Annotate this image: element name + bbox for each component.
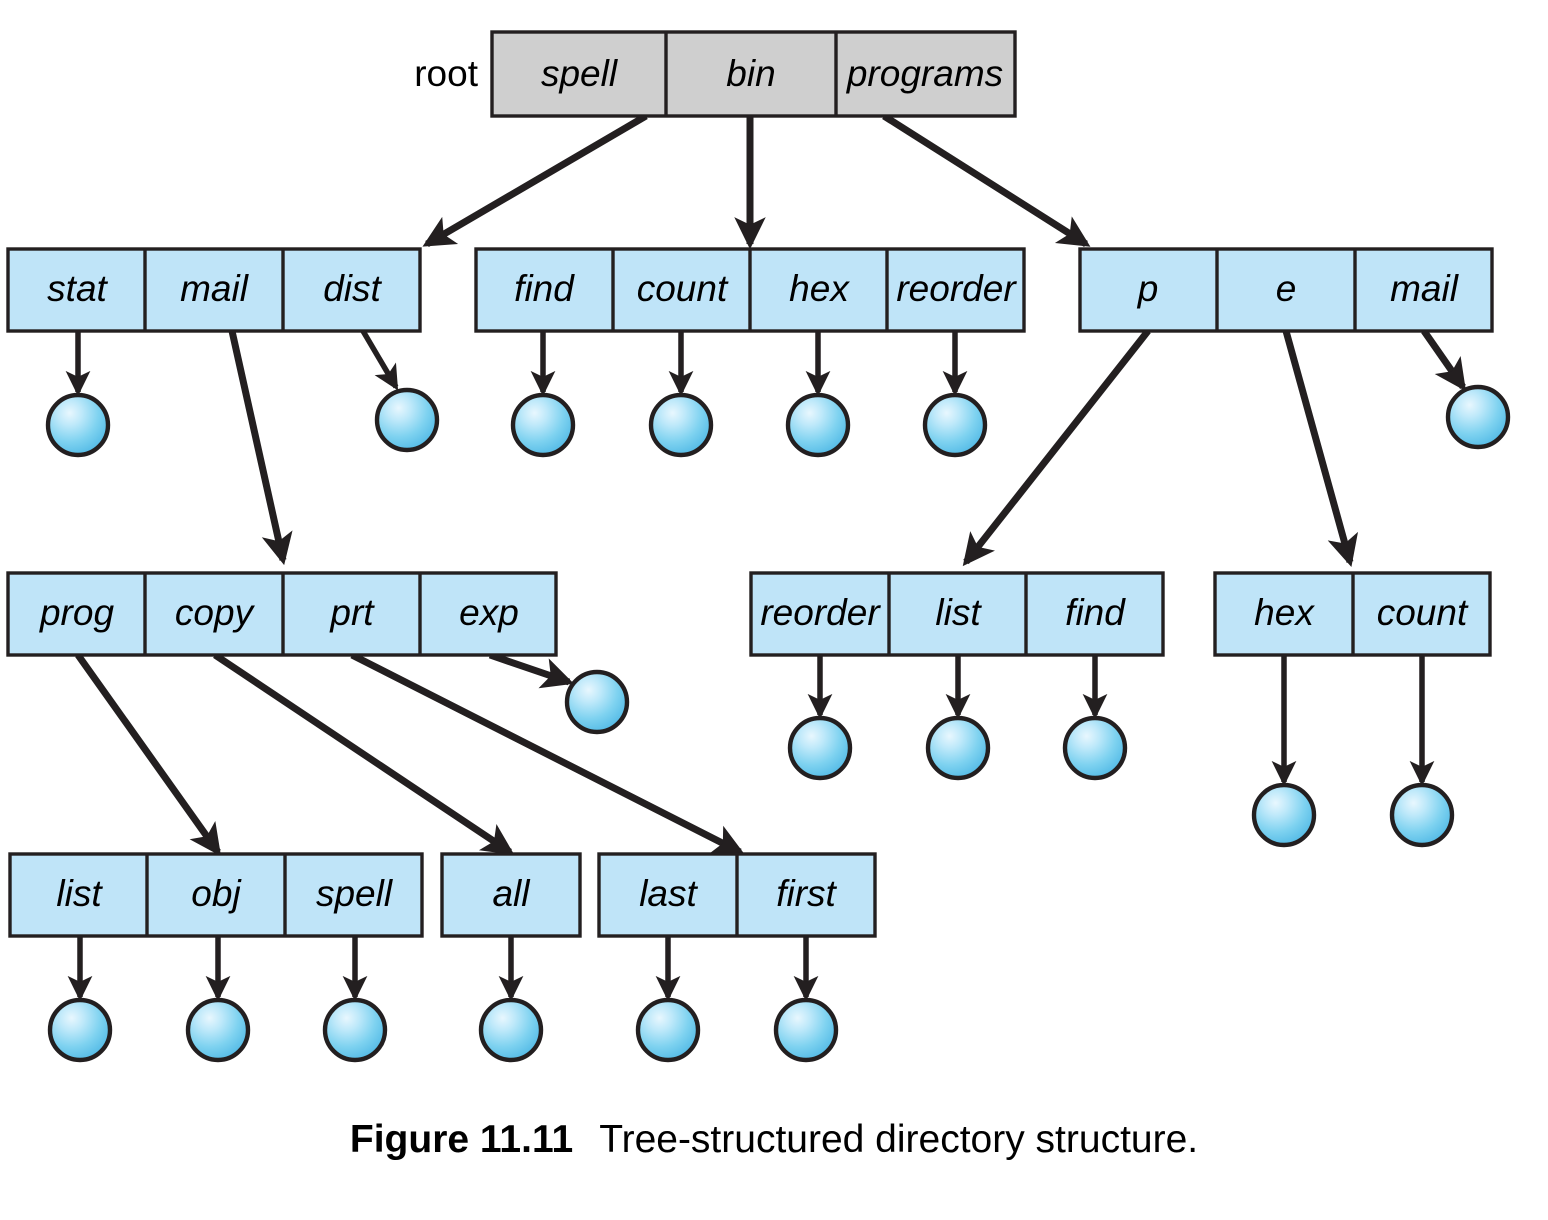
file-node-bin-hex[interactable] <box>785 392 851 458</box>
figure-caption-label: Figure 11.11 <box>349 1118 574 1161</box>
edge-exp-file <box>488 651 574 689</box>
edge-dist-file <box>360 329 399 391</box>
file-node-programs-mail[interactable] <box>1445 384 1511 450</box>
edge-p-subdir <box>962 328 1151 567</box>
file-node-list[interactable] <box>47 997 113 1063</box>
file-node-bin-reorder[interactable] <box>922 392 988 458</box>
spell-directory-row[interactable]: stat mail dist <box>6 247 422 333</box>
edges-layer <box>65 112 1467 1002</box>
dir-cell-bin-hex[interactable]: hex <box>789 268 850 309</box>
dir-cell-all[interactable]: all <box>492 873 531 914</box>
file-node-e-hex[interactable] <box>1251 782 1317 848</box>
edge-prog-obj <box>75 652 222 857</box>
mail-directory-row[interactable]: prog copy prt exp <box>6 571 558 657</box>
dir-cell-spell-leaf[interactable]: spell <box>316 873 394 914</box>
dir-cell-e-hex[interactable]: hex <box>1254 592 1315 633</box>
dir-cell-spell[interactable]: spell <box>541 53 619 94</box>
prog-obj-spell-directory-row[interactable]: list obj spell <box>8 852 424 938</box>
file-node-p-reorder[interactable] <box>787 715 853 781</box>
dir-cell-first[interactable]: first <box>776 873 837 914</box>
dir-cell-e-count[interactable]: count <box>1377 592 1469 633</box>
dir-cell-mail[interactable]: mail <box>180 268 250 309</box>
last-first-directory-row[interactable]: last first <box>597 852 877 938</box>
edge-prt-first <box>350 651 745 856</box>
dir-cell-dist[interactable]: dist <box>323 268 382 309</box>
all-box[interactable] <box>440 852 582 938</box>
edge-mail-subdir <box>228 330 293 566</box>
file-node-dist[interactable] <box>374 387 440 453</box>
programs-directory-row[interactable]: p e mail <box>1078 247 1494 333</box>
dir-cell-programs[interactable]: programs <box>846 53 1003 94</box>
dir-cell-bin-reorder[interactable]: reorder <box>896 268 1017 309</box>
root-box[interactable] <box>490 30 1017 118</box>
file-node-obj[interactable] <box>185 997 251 1063</box>
file-nodes-layer <box>45 384 1511 1063</box>
file-node-p-list[interactable] <box>925 715 991 781</box>
file-node-bin-find[interactable] <box>510 392 576 458</box>
dir-cell-prog[interactable]: prog <box>39 592 114 633</box>
dir-cell-copy[interactable]: copy <box>175 592 256 633</box>
root-label: root <box>414 53 478 94</box>
dir-cell-e[interactable]: e <box>1276 268 1297 309</box>
file-node-p-find[interactable] <box>1062 715 1128 781</box>
dir-cell-stat[interactable]: stat <box>47 268 108 309</box>
edge-root-spell <box>422 112 648 248</box>
root-directory-row[interactable]: root spell bin programs <box>414 30 1017 118</box>
figure-caption: Figure 11.11 Tree-structured directory st… <box>0 1118 1548 1162</box>
programs-dir-box[interactable] <box>1078 247 1494 333</box>
dir-cell-programs-mail[interactable]: mail <box>1390 268 1460 309</box>
file-node-first[interactable] <box>773 997 839 1063</box>
file-node-stat[interactable] <box>45 392 111 458</box>
file-node-all[interactable] <box>478 997 544 1063</box>
file-node-spell[interactable] <box>322 997 388 1063</box>
edge-e-subdir <box>1282 330 1359 568</box>
file-node-exp[interactable] <box>564 669 630 735</box>
e-directory-row[interactable]: hex count <box>1213 571 1492 657</box>
edge-copy-all <box>213 652 515 855</box>
p-dir-box[interactable] <box>749 571 1165 657</box>
edge-root-programs <box>882 113 1091 247</box>
dir-cell-p[interactable]: p <box>1137 268 1159 309</box>
dir-cell-bin-count[interactable]: count <box>637 268 729 309</box>
dir-cell-exp[interactable]: exp <box>459 592 519 633</box>
dir-cell-bin[interactable]: bin <box>726 53 775 94</box>
dir-cell-list[interactable]: list <box>56 873 103 914</box>
figure-caption-body: Tree-structured directory structure. <box>599 1118 1199 1161</box>
dir-cell-last[interactable]: last <box>639 873 698 914</box>
all-directory-row[interactable]: all <box>440 852 582 938</box>
dir-cell-prt[interactable]: prt <box>329 592 375 633</box>
dir-cell-obj[interactable]: obj <box>191 873 242 914</box>
file-node-last[interactable] <box>635 997 701 1063</box>
dir-cell-p-find[interactable]: find <box>1065 592 1126 633</box>
file-node-bin-count[interactable] <box>648 392 714 458</box>
spell-dir-box[interactable] <box>6 247 422 333</box>
dir-cell-p-reorder[interactable]: reorder <box>760 592 881 633</box>
p-directory-row[interactable]: reorder list find <box>749 571 1165 657</box>
dir-cell-p-list[interactable]: list <box>935 592 982 633</box>
dir-cell-bin-find[interactable]: find <box>514 268 575 309</box>
file-node-e-count[interactable] <box>1389 782 1455 848</box>
bin-directory-row[interactable]: find count hex reorder <box>474 247 1026 333</box>
list-obj-spell-box[interactable] <box>8 852 424 938</box>
edge-programs-mail-file <box>1421 328 1467 392</box>
